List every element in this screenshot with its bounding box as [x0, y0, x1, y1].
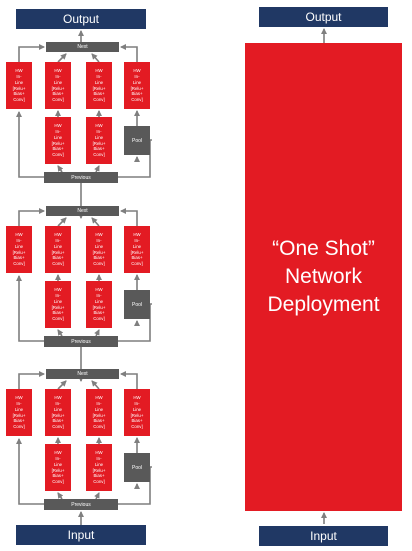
left-output-box: Output — [16, 9, 146, 29]
pool-box: Pool — [124, 126, 150, 155]
connector-arrow — [91, 217, 100, 227]
previous-bar-text: Previous — [71, 501, 91, 508]
conv-cell-text: HW In- Line [Relu+ Bias+ Conv] — [92, 286, 106, 322]
conv-cell: HW In- Line [Relu+ Bias+ Conv] — [45, 62, 71, 109]
connector-arrow — [57, 165, 64, 173]
conv-cell: HW In- Line [Relu+ Bias+ Conv] — [6, 62, 32, 109]
pool-box-text: Pool — [131, 464, 142, 471]
connector-arrow — [91, 380, 100, 390]
connector-arrow — [94, 492, 100, 500]
connector-arrow — [118, 139, 152, 178]
pool-box: Pool — [124, 453, 150, 482]
conv-cell-text: HW In- Line [Relu+ Bias+ Conv] — [92, 449, 106, 485]
left-input-box: Input — [16, 525, 146, 545]
conv-cell-text: HW In- Line [Relu+ Bias+ Conv] — [12, 231, 26, 267]
conv-cell: HW In- Line [Relu+ Bias+ Conv] — [124, 389, 150, 436]
conv-cell-text: HW In- Line [Relu+ Bias+ Conv] — [12, 394, 26, 430]
previous-bar: Previous — [44, 172, 118, 183]
connector-arrow — [94, 165, 100, 173]
connector-arrow — [57, 380, 67, 390]
pool-box-text: Pool — [131, 301, 142, 308]
conv-cell: HW In- Line [Relu+ Bias+ Conv] — [86, 444, 112, 491]
conv-cell: HW In- Line [Relu+ Bias+ Conv] — [45, 226, 71, 273]
conv-cell: HW In- Line [Relu+ Bias+ Conv] — [86, 117, 112, 164]
conv-cell-text: HW In- Line [Relu+ Bias+ Conv] — [51, 449, 65, 485]
conv-cell-text: HW In- Line [Relu+ Bias+ Conv] — [51, 122, 65, 158]
conv-cell: HW In- Line [Relu+ Bias+ Conv] — [86, 281, 112, 328]
previous-bar-text: Previous — [71, 338, 91, 345]
conv-cell-text: HW In- Line [Relu+ Bias+ Conv] — [130, 394, 144, 430]
conv-cell-text: HW In- Line [Relu+ Bias+ Conv] — [51, 67, 65, 103]
conv-cell-text: HW In- Line [Relu+ Bias+ Conv] — [92, 394, 106, 430]
connector-arrow — [120, 371, 138, 389]
conv-cell: HW In- Line [Relu+ Bias+ Conv] — [124, 226, 150, 273]
connector-arrow — [18, 371, 45, 389]
conv-cell-text: HW In- Line [Relu+ Bias+ Conv] — [92, 122, 106, 158]
next-bar: Next — [46, 206, 119, 216]
conv-cell: HW In- Line [Relu+ Bias+ Conv] — [124, 62, 150, 109]
next-bar: Next — [46, 42, 119, 52]
previous-bar-text: Previous — [71, 174, 91, 181]
next-bar-text: Next — [77, 208, 88, 214]
conv-cell: HW In- Line [Relu+ Bias+ Conv] — [86, 226, 112, 273]
connector-arrow — [16, 111, 44, 178]
conv-cell-text: HW In- Line [Relu+ Bias+ Conv] — [130, 231, 144, 267]
conv-cell: HW In- Line [Relu+ Bias+ Conv] — [45, 389, 71, 436]
connector-arrow — [57, 492, 64, 500]
connector-arrow — [91, 53, 100, 63]
connector-arrow — [57, 329, 64, 337]
next-bar-text: Next — [77, 44, 88, 50]
conv-cell: HW In- Line [Relu+ Bias+ Conv] — [6, 389, 32, 436]
previous-bar: Previous — [44, 336, 118, 347]
next-bar: Next — [46, 369, 119, 379]
conv-cell: HW In- Line [Relu+ Bias+ Conv] — [86, 389, 112, 436]
previous-bar: Previous — [44, 499, 118, 510]
conv-cell-text: HW In- Line [Relu+ Bias+ Conv] — [51, 231, 65, 267]
conv-cell-text: HW In- Line [Relu+ Bias+ Conv] — [51, 394, 65, 430]
conv-cell-text: HW In- Line [Relu+ Bias+ Conv] — [51, 286, 65, 322]
connector-arrow — [94, 329, 100, 337]
connector-arrow — [120, 208, 138, 226]
one-shot-deployment-box: “One Shot” Network Deployment — [245, 43, 402, 511]
connector-arrow — [57, 217, 67, 227]
right-output-label: Output — [305, 10, 342, 24]
conv-cell-text: HW In- Line [Relu+ Bias+ Conv] — [130, 67, 144, 103]
pool-box: Pool — [124, 290, 150, 319]
left-input-label: Input — [67, 528, 95, 542]
one-shot-deployment-text: “One Shot” Network Deployment — [267, 237, 380, 316]
conv-cell-text: HW In- Line [Relu+ Bias+ Conv] — [92, 67, 106, 103]
connector-arrow — [57, 53, 67, 63]
right-output-box: Output — [259, 7, 388, 27]
right-input-label: Input — [310, 529, 337, 543]
conv-cell: HW In- Line [Relu+ Bias+ Conv] — [6, 226, 32, 273]
next-bar-text: Next — [77, 371, 88, 377]
connector-arrow — [120, 44, 138, 62]
connector-arrow — [118, 303, 152, 342]
pool-box-text: Pool — [131, 137, 142, 144]
connector-arrow — [18, 208, 45, 226]
connector-arrow — [18, 44, 45, 62]
conv-cell: HW In- Line [Relu+ Bias+ Conv] — [45, 281, 71, 328]
connector-arrow — [16, 438, 44, 505]
conv-cell-text: HW In- Line [Relu+ Bias+ Conv] — [12, 67, 26, 103]
right-input-box: Input — [259, 526, 388, 546]
conv-cell: HW In- Line [Relu+ Bias+ Conv] — [86, 62, 112, 109]
connector-arrow — [16, 275, 44, 342]
left-output-label: Output — [62, 12, 100, 26]
conv-cell: HW In- Line [Relu+ Bias+ Conv] — [45, 117, 71, 164]
conv-cell: HW In- Line [Relu+ Bias+ Conv] — [45, 444, 71, 491]
conv-cell-text: HW In- Line [Relu+ Bias+ Conv] — [92, 231, 106, 267]
connector-arrow — [118, 466, 152, 505]
